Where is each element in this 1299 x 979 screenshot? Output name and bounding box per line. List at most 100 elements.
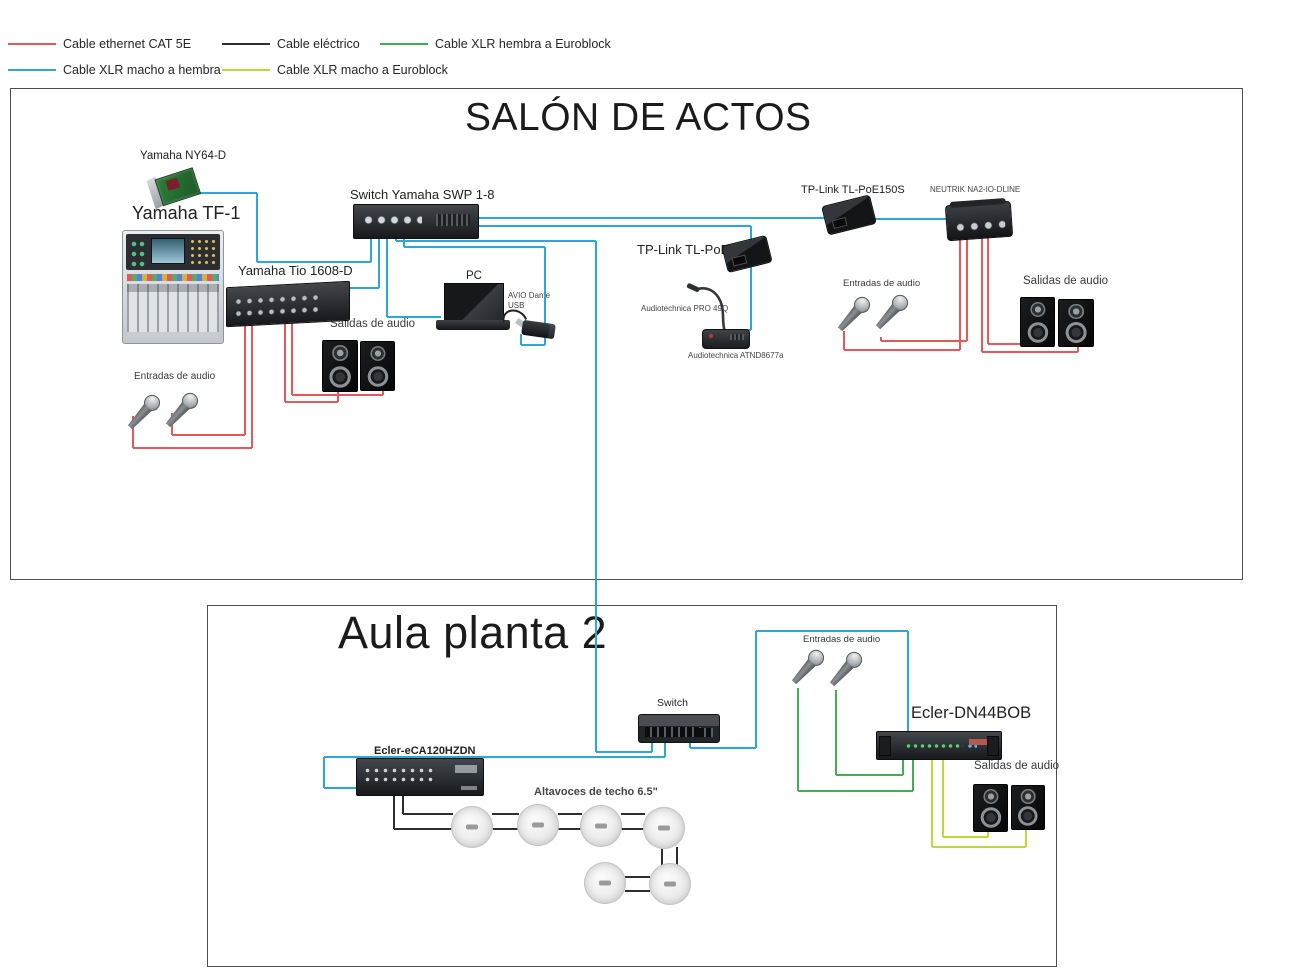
cable-red (982, 351, 1078, 353)
cable-red (966, 236, 968, 341)
cable-red (133, 447, 252, 449)
cable-blue (256, 193, 258, 262)
legend-label: Cable XLR macho a hembra (63, 63, 221, 77)
aula-title: Aula planta 2 (338, 607, 608, 658)
cable-blue (664, 740, 666, 757)
neutrik-dline-image (944, 200, 1014, 242)
cable-blue (324, 787, 358, 789)
label-yamaha-tio: Yamaha Tio 1608-D (238, 263, 353, 278)
cable-blue (750, 266, 752, 330)
cable-black (403, 813, 453, 815)
legend-color-line (222, 69, 270, 71)
legend-label: Cable XLR hembra a Euroblock (435, 37, 611, 51)
speaker-image (973, 784, 1008, 832)
legend-label: Cable ethernet CAT 5E (63, 37, 192, 51)
cable-blue (689, 740, 691, 748)
salon-title: SALÓN DE ACTOS (465, 96, 812, 139)
yamaha-tio-stagebox-image (226, 280, 350, 328)
cable-yellow (932, 845, 1026, 849)
cable-blue (872, 218, 948, 220)
cable-red (988, 343, 1032, 345)
ceiling-speaker-image (451, 806, 493, 848)
legend-item: Cable ethernet CAT 5E (8, 37, 191, 51)
cable-blue (346, 287, 379, 289)
cable-blue (404, 246, 545, 248)
cable-blue (477, 217, 824, 219)
cable-black (621, 828, 645, 830)
room-aula-planta-2 (207, 605, 1057, 967)
ceiling-speaker-image (649, 863, 691, 905)
cable-blue (370, 236, 372, 262)
ecler-dn44bob-image (876, 731, 1002, 760)
avio-dante-usb-adapter-image (498, 304, 558, 342)
cable-black (676, 847, 678, 865)
label-salidas-salon-right: Salidas de audio (1023, 275, 1109, 287)
label-entradas-salon-left: Entradas de audio (134, 371, 216, 382)
pc-laptop-image (436, 283, 510, 333)
label-pc: PC (466, 270, 482, 282)
ceiling-speaker-image (580, 805, 622, 847)
cable-blue (396, 240, 596, 242)
cable-red (844, 349, 960, 351)
label-entradas-aula: Entradas de audio (803, 634, 881, 645)
label-switch-yamaha-swp: Switch Yamaha SWP 1-8 (350, 187, 495, 202)
cable-black (492, 828, 519, 830)
cable-green (798, 789, 913, 793)
speaker-image (1020, 297, 1055, 347)
cable-blue (521, 344, 545, 346)
label-salidas-salon-left: Salidas de audio (330, 318, 416, 330)
ecler-eca120hzdn-image (356, 758, 484, 796)
cable-red (881, 340, 967, 342)
cable-blue (520, 334, 522, 345)
cable-blue (651, 740, 653, 752)
cable-red (251, 320, 253, 448)
legend-color-line (8, 69, 56, 71)
cable-yellow (930, 758, 934, 847)
microphone-image (824, 648, 866, 694)
cable-blue (595, 241, 597, 752)
speaker-image (1058, 299, 1094, 347)
label-audiotechnica-pro49q: Audiotechnica PRO 49Q (641, 304, 729, 313)
label-audiotechnica-atnd: Audiotechnica ATND8677a (688, 351, 784, 360)
label-entradas-salon-right: Entradas de audio (843, 278, 921, 289)
cable-green (911, 758, 915, 791)
cable-red (284, 320, 286, 402)
cable-black (558, 828, 582, 830)
cable-blue (477, 225, 751, 227)
label-aula-switch: Switch (657, 697, 688, 709)
cable-red (291, 320, 293, 395)
cable-blue (323, 757, 325, 788)
cable-green (796, 688, 800, 791)
cable-black (661, 847, 663, 865)
cable-blue (198, 192, 257, 194)
speaker-image (322, 340, 358, 392)
cable-yellow (986, 828, 990, 837)
legend-item: Cable XLR macho a hembra (8, 63, 221, 77)
label-neutrik: NEUTRIK NA2-IO-DLINE (930, 185, 1021, 194)
microphone-image (786, 646, 828, 692)
cable-blue (907, 631, 909, 732)
cable-blue (750, 226, 752, 242)
cable-blue (257, 261, 371, 263)
cable-blue (755, 631, 757, 748)
label-ecler-eca120hzdn: Ecler-eCA120HZDN (374, 745, 476, 757)
legend-label: Cable eléctrico (277, 37, 360, 51)
label-avio-dante-line2: USB (508, 301, 525, 310)
gooseneck-mic-image (686, 283, 727, 333)
legend-label: Cable XLR macho a Euroblock (277, 63, 448, 77)
cable-black (558, 813, 582, 815)
switch-yamaha-swp-image (353, 204, 479, 239)
ceiling-speaker-image (584, 862, 626, 904)
cable-red (981, 236, 983, 352)
cable-red (285, 401, 338, 403)
cable-green (834, 690, 838, 775)
cable-red (292, 394, 383, 396)
label-altavoces-techo: Altavoces de techo 6.5" (534, 786, 658, 798)
label-yamaha-tf1: Yamaha TF-1 (132, 203, 241, 223)
label-tplink-right: TP-Link TL-PoE150S (801, 184, 905, 196)
cable-green (836, 773, 903, 777)
legend-item: Cable XLR hembra a Euroblock (380, 37, 611, 51)
microphone-image (160, 389, 202, 435)
